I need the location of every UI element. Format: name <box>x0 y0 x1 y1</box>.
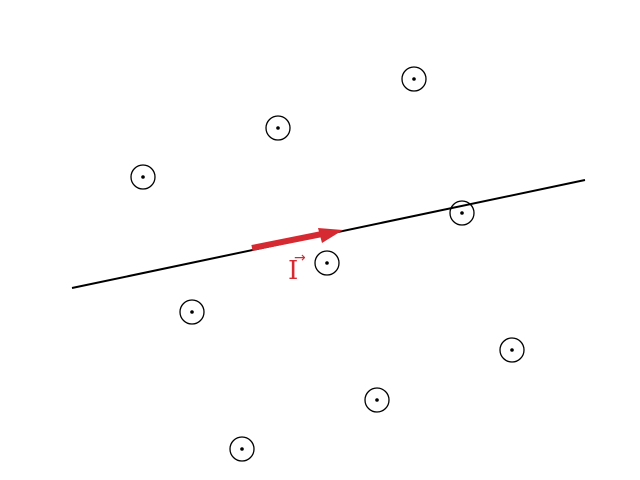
field-symbol-ring <box>449 200 475 226</box>
current-label-arrow: → <box>294 250 306 266</box>
field-symbol-ring <box>401 66 427 92</box>
field-symbol-dot <box>460 211 464 215</box>
field-out-of-page-symbol <box>265 115 291 141</box>
field-symbol-dot <box>375 398 379 402</box>
field-symbol-ring <box>499 337 525 363</box>
current-vector-shaft <box>251 231 323 251</box>
field-symbol-ring <box>364 387 390 413</box>
field-out-of-page-symbol <box>179 299 205 325</box>
field-symbol-dot <box>240 447 244 451</box>
field-symbol-ring <box>179 299 205 325</box>
field-out-of-page-symbol <box>314 250 340 276</box>
field-symbol-ring <box>229 436 255 462</box>
field-symbol-ring <box>314 250 340 276</box>
field-out-of-page-symbol <box>449 200 475 226</box>
field-symbol-dot <box>325 261 329 265</box>
field-symbol-ring <box>130 164 156 190</box>
field-out-of-page-symbol <box>499 337 525 363</box>
field-symbol-ring <box>265 115 291 141</box>
field-out-of-page-symbol <box>364 387 390 413</box>
field-out-of-page-symbol <box>229 436 255 462</box>
field-symbol-dot <box>276 126 280 130</box>
field-symbol-dot <box>412 77 416 81</box>
field-out-of-page-symbol <box>401 66 427 92</box>
field-symbol-dot <box>190 310 194 314</box>
field-symbol-dot <box>141 175 145 179</box>
field-symbols-group <box>130 66 525 462</box>
current-label: I <box>288 256 298 286</box>
field-symbol-dot <box>510 348 514 352</box>
field-out-of-page-symbol <box>130 164 156 190</box>
current-vector-head <box>318 228 343 243</box>
